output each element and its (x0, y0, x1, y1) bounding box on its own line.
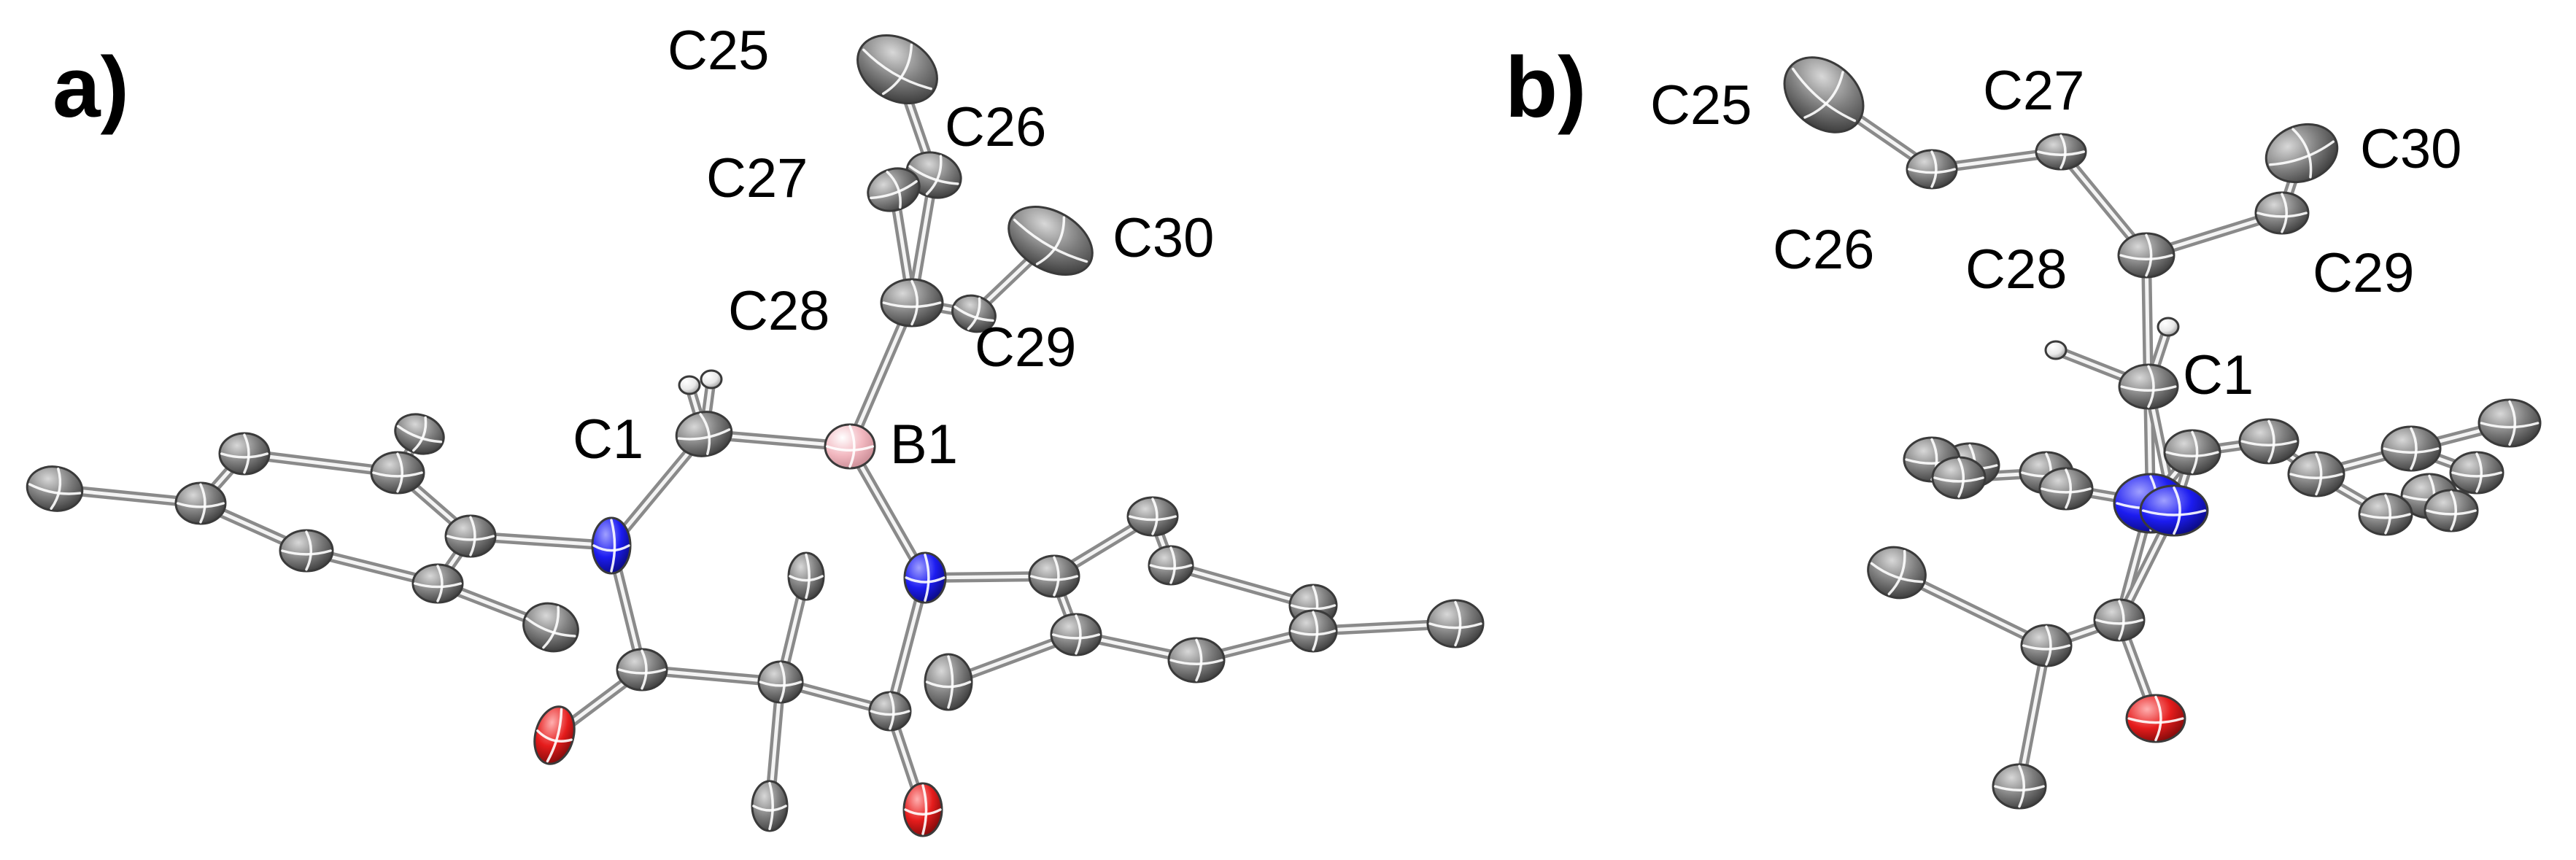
atom-H1b (700, 369, 723, 390)
atom-CB4 (1931, 456, 1987, 500)
atom-O1 (533, 705, 576, 765)
atom-C25 (856, 34, 938, 105)
atom-CR9 (1426, 599, 1485, 648)
atom-CR1 (1028, 554, 1080, 598)
atom-O2 (902, 782, 943, 837)
atom-label-b1: B1 (890, 414, 958, 476)
atom-CR5 (924, 653, 973, 711)
atom-H1a (678, 375, 701, 395)
atom-label-c29: C29 (975, 317, 1076, 379)
atom-label-c27-b: C27 (1983, 60, 2084, 122)
atom-CL8 (411, 563, 464, 604)
atom-CD3 (2093, 598, 2146, 642)
atom-CC3 (787, 551, 825, 601)
atom-CR2 (1126, 496, 1179, 537)
bond-CD2-CD4 (2014, 640, 2051, 791)
atom-CA9 (2478, 398, 2542, 448)
atom-C27 (867, 167, 921, 212)
atom-CR8 (1288, 609, 1338, 653)
atom-CC2 (757, 660, 804, 704)
atom-CL3 (218, 432, 271, 476)
atom-C1 (2118, 363, 2179, 410)
panel-a-atoms (26, 34, 1485, 837)
panel-b: b) C25 C27 C30 C26 C28 C29 C1 (1505, 39, 2542, 810)
atom-B1 (824, 423, 876, 470)
atom-label-c26: C26 (945, 96, 1046, 158)
atom-CA7 (2380, 425, 2442, 472)
atom-CB3 (2358, 492, 2413, 536)
panel-b-atom-labels: C25 C27 C30 C26 C28 C29 C1 (1650, 60, 2461, 406)
atom-label-c1-b: C1 (2183, 344, 2254, 406)
atom-C30 (1007, 206, 1094, 276)
atom-H2 (2157, 317, 2180, 337)
atom-label-c30-b: C30 (2360, 118, 2461, 180)
atom-CD1 (1867, 546, 1927, 600)
atom-N2 (903, 551, 947, 604)
atom-CC5 (868, 691, 912, 732)
atom-CL5 (394, 413, 445, 455)
atom-CL6 (444, 514, 497, 558)
atom-C28 (2117, 232, 2175, 279)
atom-C30 (2264, 123, 2339, 184)
atom-C25 (1783, 56, 1865, 133)
atom-CA8 (2449, 451, 2505, 495)
atom-CL4 (370, 451, 425, 495)
atom-CR3 (1148, 545, 1194, 586)
atom-label-c27: C27 (706, 147, 808, 209)
atom-label-c28-b: C28 (1965, 239, 2067, 301)
atom-C28 (880, 278, 944, 328)
atom-H1 (2044, 340, 2068, 360)
atom-CL7 (279, 529, 334, 573)
atom-N1 (591, 516, 632, 575)
atom-CR4 (1050, 613, 1102, 656)
atom-label-c25-b: C25 (1650, 74, 1752, 136)
atom-CB2 (2424, 489, 2479, 532)
atom-O1 (2125, 694, 2186, 743)
atom-label-c25: C25 (668, 20, 769, 82)
atom-N2 (2139, 484, 2209, 537)
atom-C29 (2254, 191, 2310, 235)
atom-C1 (675, 411, 733, 457)
atom-label-c28: C28 (728, 280, 829, 342)
atom-C27 (2035, 133, 2087, 171)
atom-label-c30: C30 (1113, 207, 1214, 269)
panel-b-atoms (1783, 56, 2542, 810)
panel-a: a) C25 C26 C27 C30 C28 C29 C1 B1 (26, 20, 1485, 837)
panel-a-atom-labels: C25 C26 C27 C30 C28 C29 C1 B1 (573, 20, 1214, 476)
atom-label-c29-b: C29 (2313, 242, 2414, 304)
atom-CB5 (2038, 467, 2094, 511)
atom-CL9 (522, 602, 579, 653)
atom-CL1 (26, 465, 84, 512)
atom-label-c1: C1 (573, 408, 643, 470)
bond-C28-B1 (845, 298, 917, 452)
atom-CA5 (2238, 418, 2300, 465)
bond-CR3-CR7 (1166, 560, 1318, 611)
atom-CC4 (751, 780, 789, 832)
bond-B1-N2 (845, 441, 930, 583)
panel-b-label: b) (1505, 39, 1586, 136)
atom-CA6 (2287, 451, 2345, 497)
atom-CL2 (174, 481, 227, 525)
atom-label-c26-b: C26 (1773, 219, 1874, 281)
atom-CR6 (1167, 637, 1226, 683)
atom-C29 (951, 294, 997, 333)
atom-CC1 (616, 648, 668, 692)
atom-CD4 (1992, 763, 2047, 810)
atom-C26 (1906, 149, 1958, 190)
atom-CA4 (2163, 429, 2221, 476)
atom-CD2 (2020, 624, 2073, 667)
panel-a-label: a) (53, 39, 129, 136)
